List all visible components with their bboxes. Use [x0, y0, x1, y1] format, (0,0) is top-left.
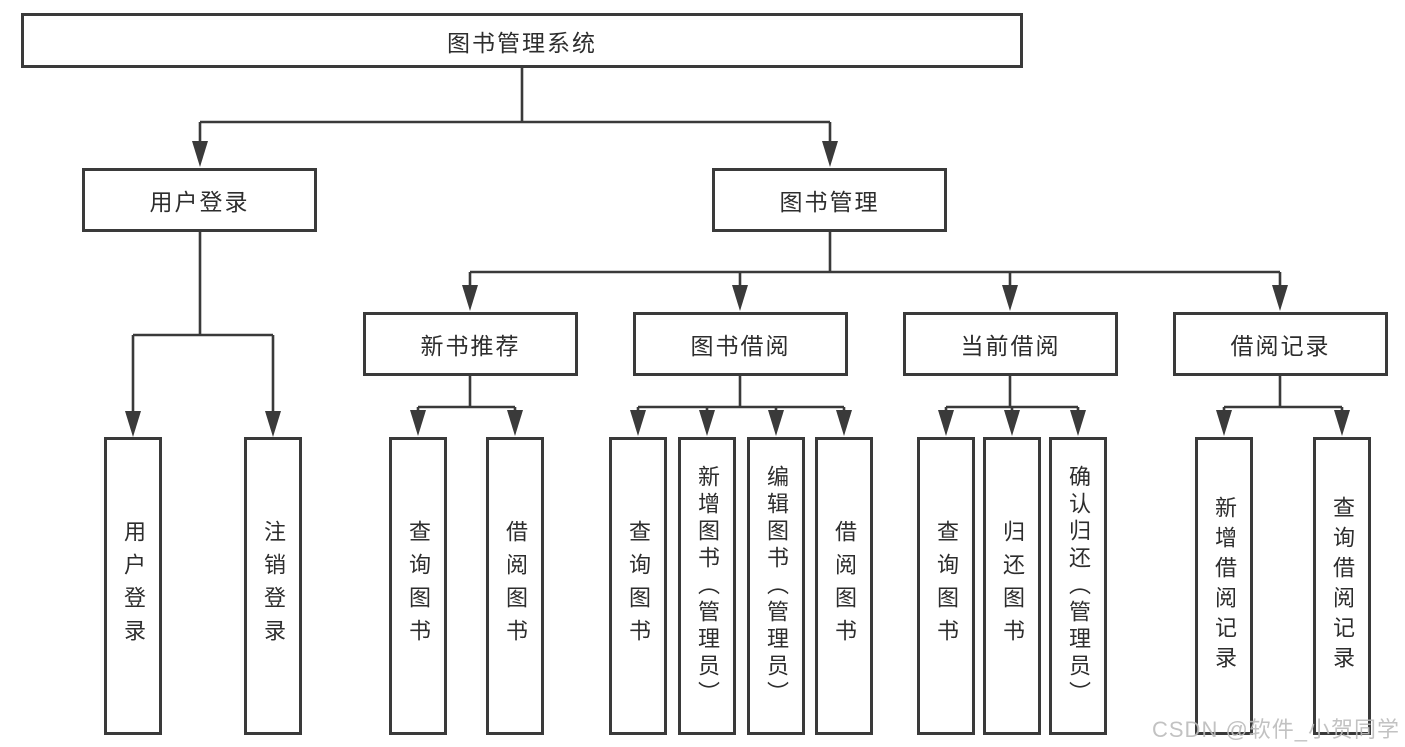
leaf-query-books-recommend: 查询图书	[389, 437, 447, 735]
leaf-add-borrow-record: 新增借阅记录	[1195, 437, 1253, 735]
leaf-query-books-borrowing: 查询图书	[609, 437, 667, 735]
leaf-confirm-return-admin-label: 确认归还（管理员）	[1066, 464, 1091, 708]
leaf-return-book-label: 归还图书	[1000, 520, 1025, 652]
leaf-edit-book-admin-label: 编辑图书（管理员）	[764, 464, 789, 708]
node-book-management-branch: 图书管理	[712, 168, 947, 232]
node-borrowing-records-label: 借阅记录	[1230, 333, 1331, 359]
leaf-add-book-admin-label: 新增图书（管理员）	[695, 464, 720, 708]
csdn-watermark: CSDN @软件_小贺同学	[1152, 717, 1401, 742]
node-current-borrowing: 当前借阅	[903, 312, 1118, 376]
leaf-edit-book-admin: 编辑图书（管理员）	[747, 437, 805, 735]
leaf-borrow-books-borrowing-label: 借阅图书	[832, 520, 857, 652]
node-user-login-branch-label: 用户登录	[149, 189, 250, 215]
node-book-borrowing-label: 图书借阅	[690, 333, 791, 359]
leaf-query-borrow-record-label: 查询借阅记录	[1330, 496, 1355, 676]
leaf-return-book: 归还图书	[983, 437, 1041, 735]
node-new-book-recommend-label: 新书推荐	[420, 333, 521, 359]
node-book-borrowing: 图书借阅	[633, 312, 848, 376]
leaf-query-books-current: 查询图书	[917, 437, 975, 735]
leaf-add-book-admin: 新增图书（管理员）	[678, 437, 736, 735]
leaf-logout: 注销登录	[244, 437, 302, 735]
leaf-query-books-borrowing-label: 查询图书	[626, 520, 651, 652]
leaf-query-books-recommend-label: 查询图书	[406, 520, 431, 652]
leaf-user-login-label: 用户登录	[121, 520, 146, 652]
leaf-query-books-current-label: 查询图书	[934, 520, 959, 652]
leaf-borrow-books-borrowing: 借阅图书	[815, 437, 873, 735]
node-user-login-branch: 用户登录	[82, 168, 317, 232]
node-book-management-branch-label: 图书管理	[779, 189, 880, 215]
leaf-borrow-books-recommend-label: 借阅图书	[503, 520, 528, 652]
node-current-borrowing-label: 当前借阅	[960, 333, 1061, 359]
node-new-book-recommend: 新书推荐	[363, 312, 578, 376]
node-root-label: 图书管理系统	[447, 29, 597, 56]
arrowheads	[125, 141, 1350, 437]
node-root-system: 图书管理系统	[21, 13, 1023, 68]
leaf-confirm-return-admin: 确认归还（管理员）	[1049, 437, 1107, 735]
leaf-user-login: 用户登录	[104, 437, 162, 735]
leaf-logout-label: 注销登录	[261, 520, 286, 652]
leaf-query-borrow-record: 查询借阅记录	[1313, 437, 1371, 735]
node-borrowing-records: 借阅记录	[1173, 312, 1388, 376]
leaf-add-borrow-record-label: 新增借阅记录	[1212, 496, 1237, 676]
leaf-borrow-books-recommend: 借阅图书	[486, 437, 544, 735]
